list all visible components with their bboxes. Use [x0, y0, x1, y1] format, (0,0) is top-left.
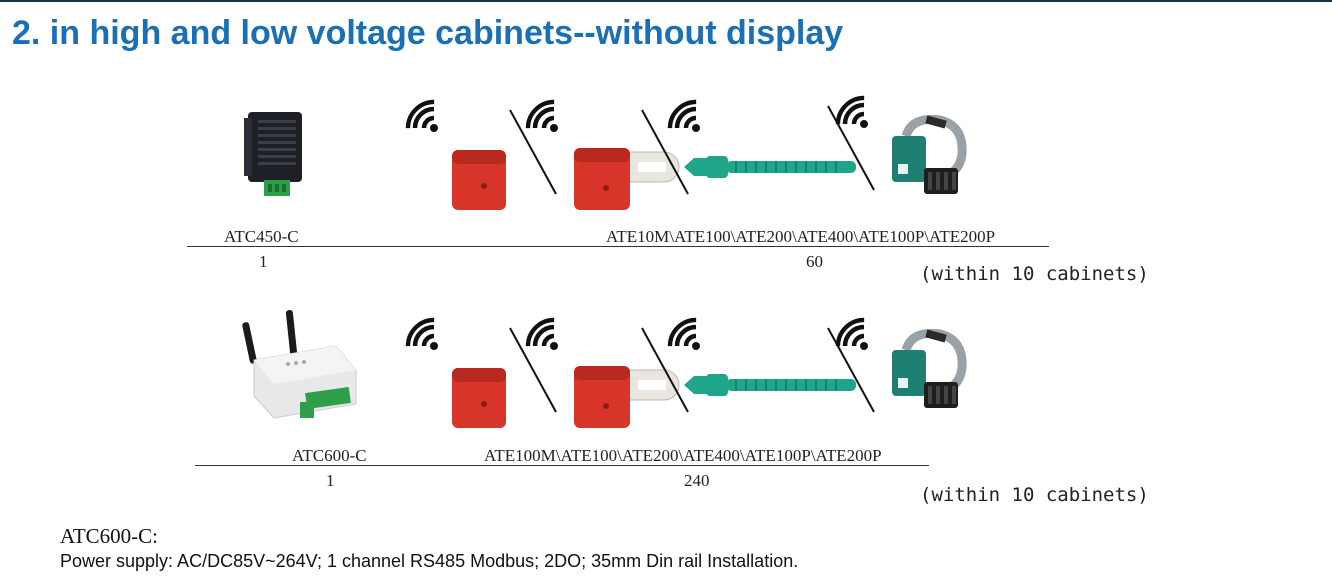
wireless-signal-icon	[405, 317, 438, 350]
ate100-sensor-image	[452, 150, 506, 210]
separator-slash	[827, 327, 875, 413]
row2-gateway-qty: 1	[326, 471, 335, 490]
ate100p-clamp-sensor-image	[892, 114, 967, 194]
wireless-signal-icon	[667, 317, 700, 350]
ate100-sensor-image	[452, 368, 506, 428]
row2-gateway-model: ATC600-C	[292, 446, 367, 465]
wireless-signal-icon	[405, 99, 438, 132]
ate200-fork-sensor-image	[574, 148, 680, 210]
row2-divider-line	[195, 465, 929, 466]
row1-sensor-models: ATE10M\ATE100\ATE200\ATE400\ATE100P\ATE2…	[606, 227, 996, 246]
footer-heading: ATC600-C:	[60, 524, 159, 548]
row1-sensor-qty: 60	[806, 252, 823, 271]
page-title: 2. in high and low voltage cabinets--wit…	[12, 14, 844, 52]
separator-slash	[509, 109, 557, 195]
row2-range-note: (within 10 cabinets)	[920, 484, 1149, 506]
row1-gateway-qty: 1	[259, 252, 268, 271]
top-border	[0, 0, 1332, 2]
row1-divider-line	[187, 246, 1049, 247]
atc600-gateway-image	[242, 310, 357, 419]
wireless-signal-icon	[525, 317, 558, 350]
separator-slash	[641, 327, 689, 413]
separator-slash	[509, 327, 557, 413]
row2-sensor-models: ATE100M\ATE100\ATE200\ATE400\ATE100P\ATE…	[484, 446, 882, 465]
wireless-signal-icon	[835, 317, 868, 350]
row1-gateway-model: ATC450-C	[224, 227, 299, 246]
separator-slash	[827, 105, 875, 191]
separator-slash	[641, 109, 689, 195]
ate400-strap-sensor-image	[684, 156, 856, 178]
row1-range-note: (within 10 cabinets)	[920, 263, 1149, 285]
wireless-signal-icon	[835, 95, 868, 128]
ate200-fork-sensor-image	[574, 366, 680, 428]
atc450-gateway-image	[244, 112, 302, 196]
wireless-signal-icon	[525, 99, 558, 132]
wireless-signal-icon	[667, 99, 700, 132]
ate100p-clamp-sensor-image	[892, 328, 967, 408]
row2-sensor-qty: 240	[684, 471, 710, 490]
ate400-strap-sensor-image	[684, 374, 856, 396]
footer-description: Power supply: AC/DC85V~264V; 1 channel R…	[60, 551, 799, 571]
